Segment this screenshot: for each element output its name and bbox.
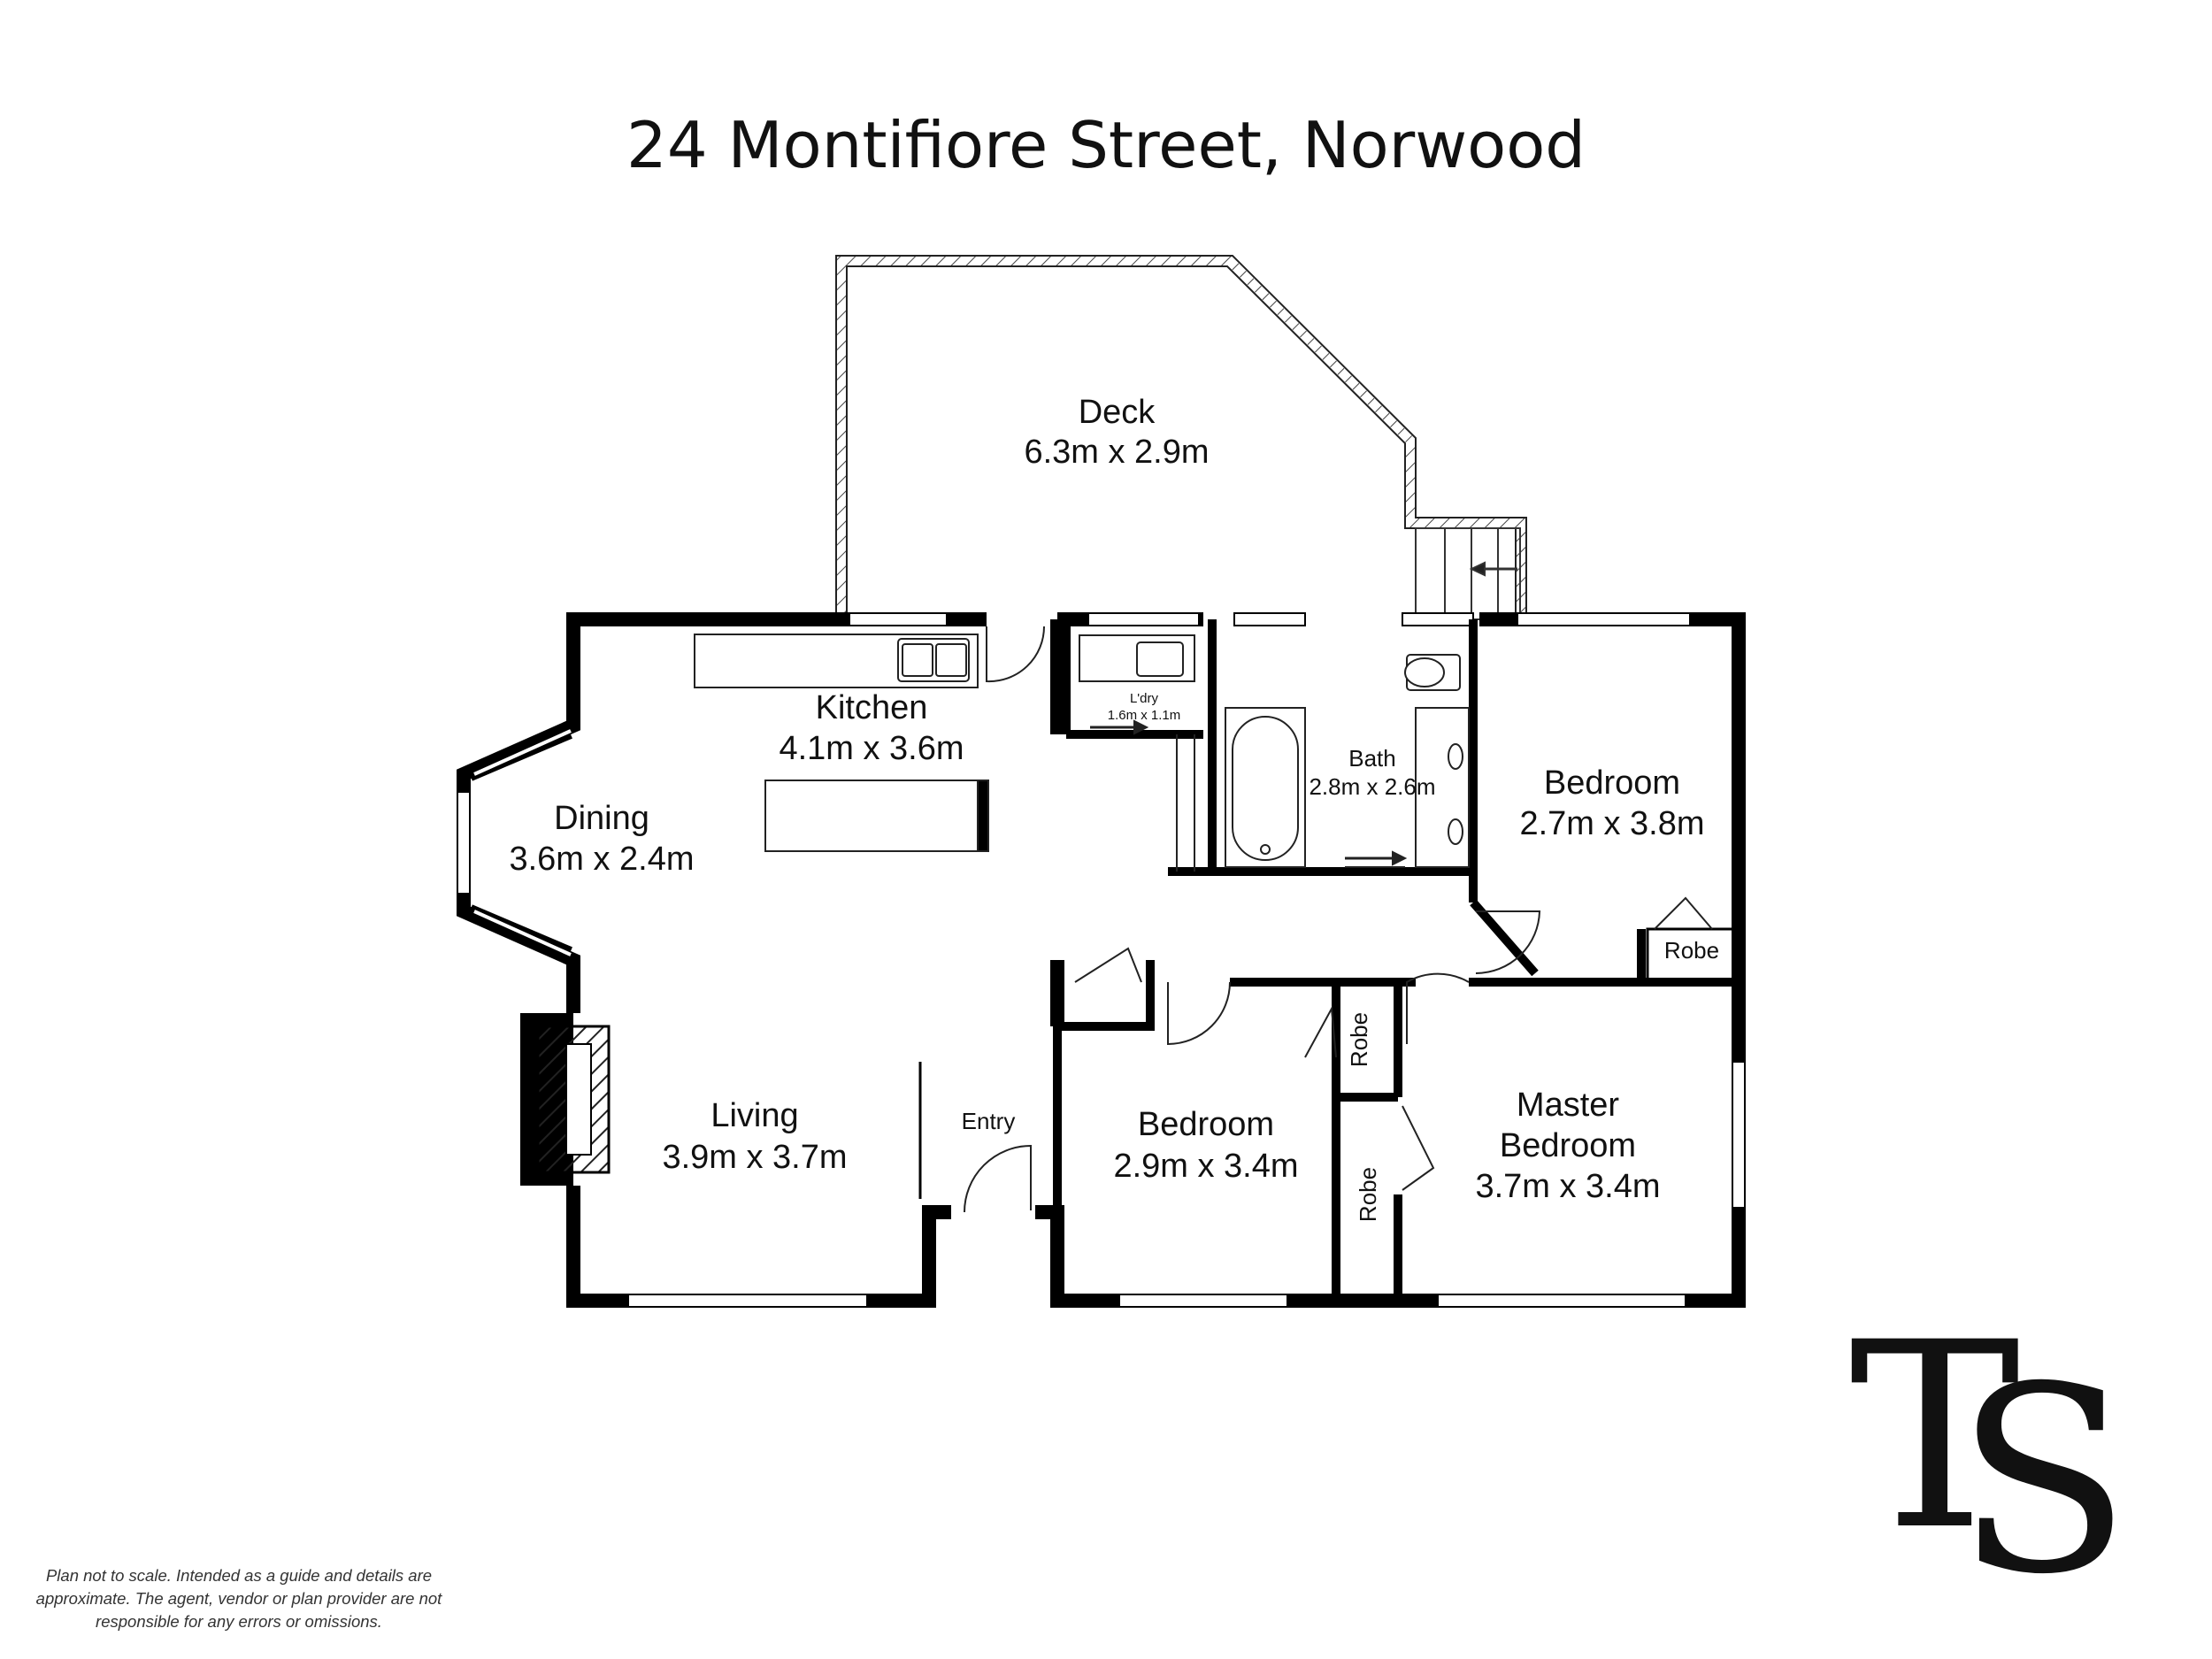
bath-size: 2.8m x 2.6m: [1309, 773, 1435, 800]
bath-name: Bath: [1348, 745, 1396, 772]
deck-name: Deck: [1079, 394, 1156, 431]
plan-title: 24 Montifiore Street, Norwood: [626, 108, 1586, 182]
dining-size: 3.6m x 2.4m: [509, 841, 694, 878]
laundry-size: 1.6m x 1.1m: [1108, 708, 1181, 723]
room-labels: Deck 6.3m x 2.9m Kitchen 4.1m x 3.6m Din…: [509, 394, 1719, 1222]
kitchen-name: Kitchen: [816, 689, 928, 726]
bedroom-east-name: Bedroom: [1544, 764, 1680, 802]
kitchen-size: 4.1m x 3.6m: [779, 730, 964, 767]
master-size: 3.7m x 3.4m: [1475, 1168, 1660, 1205]
logo-letter-t: T: [1849, 1288, 2021, 1586]
bedroom-east-size: 2.7m x 3.8m: [1519, 805, 1704, 842]
laundry-name: L'dry: [1130, 691, 1159, 706]
laundry-fittings: [1079, 634, 1195, 872]
robe-master-name: Robe: [1355, 1167, 1381, 1222]
deck-steps: [1415, 527, 1521, 620]
bedroom-mid-name: Bedroom: [1138, 1106, 1274, 1143]
brand-logo: T S: [1849, 1310, 2150, 1610]
logo-letter-s: S: [1955, 1333, 2131, 1631]
disclaimer-note: Plan not to scale. Intended as a guide a…: [35, 1566, 442, 1631]
kitchen-fittings: [694, 634, 989, 852]
windows: [457, 612, 1746, 1308]
robe-small-name: Robe: [1346, 1012, 1372, 1067]
fireplace: [520, 1013, 611, 1186]
master-name-line1: Master: [1517, 1087, 1619, 1124]
dining-name: Dining: [554, 800, 649, 837]
master-name-line2: Bedroom: [1500, 1127, 1636, 1164]
bath-fittings: [1225, 654, 1470, 868]
bedroom-mid-size: 2.9m x 3.4m: [1113, 1148, 1298, 1185]
living-name: Living: [710, 1097, 798, 1134]
robe-east-outline: [1646, 927, 1738, 984]
interior-walls: [1053, 619, 1739, 1301]
deck-size: 6.3m x 2.9m: [1024, 434, 1209, 471]
doors: [964, 626, 1713, 1213]
robe-east-name: Robe: [1664, 937, 1719, 964]
entry-name: Entry: [962, 1108, 1016, 1134]
living-size: 3.9m x 3.7m: [662, 1139, 847, 1176]
